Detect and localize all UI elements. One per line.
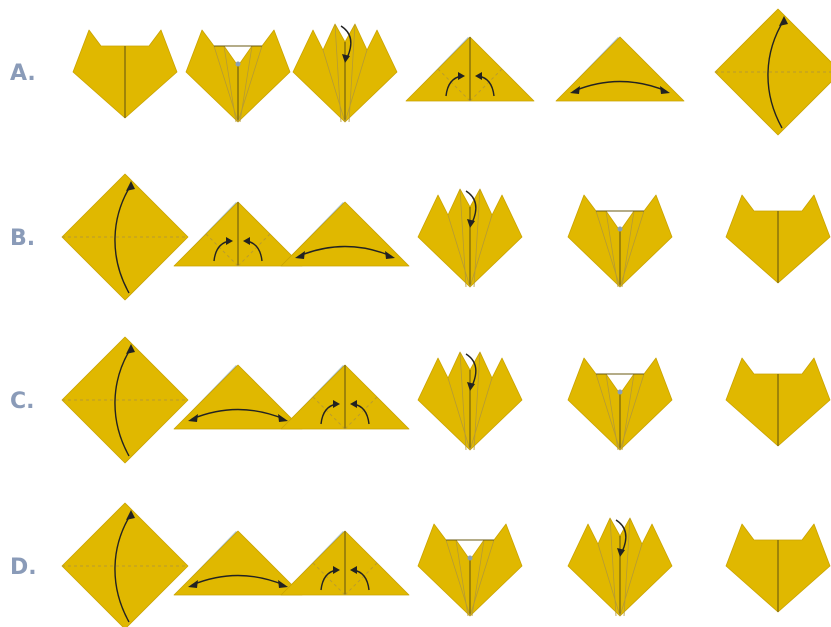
origami-step-1-shape-f [62,174,188,300]
origami-step-6-shape-f [715,9,831,135]
origami-step-2-shape-e [174,531,302,595]
option-label: B. [10,226,35,251]
origami-step-6-shape-a [726,358,830,446]
origami-step-4-shape-b [418,524,522,616]
origami-step-5-shape-b [568,195,672,287]
option-row-4[interactable]: D. [10,503,830,627]
origami-step-5-shape-b [568,358,672,450]
origami-step-1-shape-f [62,337,188,463]
origami-step-2-shape-d [174,202,302,266]
option-label: A. [10,61,36,86]
option-row-3[interactable]: C. [10,337,830,463]
origami-step-6-shape-a [726,524,830,612]
origami-step-6-shape-a [726,195,830,283]
option-row-1[interactable]: A. [10,9,831,135]
origami-step-2-shape-b [186,30,290,122]
option-label: C. [10,389,35,414]
origami-step-1-shape-f [62,503,188,627]
origami-step-5-shape-e [556,37,684,101]
origami-step-3-shape-c [293,24,397,122]
origami-step-5-shape-c [568,518,672,616]
origami-step-1-shape-a [73,30,177,118]
origami-step-3-shape-d [281,531,409,595]
origami-step-4-shape-d [406,37,534,101]
origami-step-2-shape-e [174,365,302,429]
option-label: D. [10,555,37,580]
origami-step-3-shape-d [281,365,409,429]
option-rows: A. B. C. D. [10,9,831,627]
origami-step-4-shape-c [418,189,522,287]
origami-step-3-shape-e [281,202,409,266]
option-row-2[interactable]: B. [10,174,830,300]
origami-step-4-shape-c [418,352,522,450]
